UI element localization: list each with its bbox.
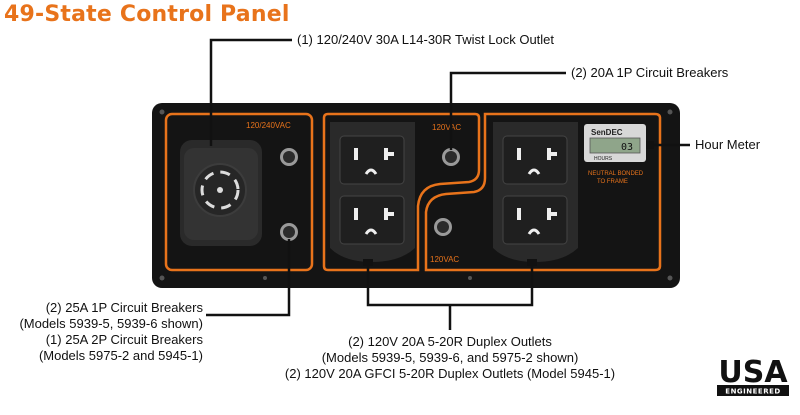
duplex-outlet-left bbox=[330, 122, 415, 262]
meter-hours-label: HOURS bbox=[594, 156, 613, 162]
callout-hour-meter: Hour Meter bbox=[695, 137, 761, 152]
badge-engineered: ENGINEERED bbox=[725, 388, 780, 396]
page-title: 49-State Control Panel bbox=[4, 2, 290, 27]
badge-usa: USA bbox=[718, 355, 788, 390]
screw bbox=[263, 276, 267, 280]
screw bbox=[667, 109, 673, 115]
screw bbox=[159, 275, 165, 281]
label-120vac-bottom: 120VAC bbox=[430, 255, 459, 264]
meter-brand: SenDEC bbox=[591, 128, 623, 137]
leader-lines bbox=[206, 38, 690, 330]
twist-lock-outlet bbox=[180, 140, 262, 246]
leader-20a-breakers bbox=[449, 71, 566, 150]
meter-reading: 03 bbox=[621, 142, 633, 153]
screw bbox=[159, 109, 165, 115]
label-120-240vac: 120/240VAC bbox=[246, 121, 291, 130]
label-neutral-1: NEUTRAL BONDED bbox=[588, 171, 644, 177]
breaker-20a-left bbox=[442, 148, 460, 166]
hour-meter: SenDEC HOURS 03 bbox=[584, 124, 646, 162]
usa-engineered-badge: USA ENGINEERED bbox=[717, 352, 789, 396]
breaker-20a-right bbox=[434, 218, 452, 236]
screw bbox=[468, 276, 472, 280]
zone-120vac-right-outline bbox=[424, 112, 662, 272]
zone-120vac-left-outline bbox=[322, 112, 481, 272]
leader-twist-lock bbox=[209, 38, 292, 146]
label-neutral-2: TO FRAME bbox=[597, 179, 628, 185]
callout-twist-lock: (1) 120/240V 30A L14-30R Twist Lock Outl… bbox=[297, 32, 555, 47]
zone-240vac-outline bbox=[164, 112, 314, 272]
breaker-25a-top bbox=[280, 148, 298, 166]
callout-duplex: (2) 120V 20A 5-20R Duplex Outlets (Model… bbox=[284, 334, 616, 381]
callout-20a-breakers: (2) 20A 1P Circuit Breakers bbox=[571, 65, 729, 80]
breaker-25a-bottom bbox=[280, 223, 298, 241]
callout-left-breakers: (2) 25A 1P Circuit Breakers (Models 5939… bbox=[19, 300, 203, 363]
screw bbox=[667, 275, 673, 281]
label-120vac-top: 120VAC bbox=[432, 123, 461, 132]
duplex-outlet-right bbox=[493, 122, 578, 262]
leader-25a-breakers bbox=[206, 239, 291, 317]
